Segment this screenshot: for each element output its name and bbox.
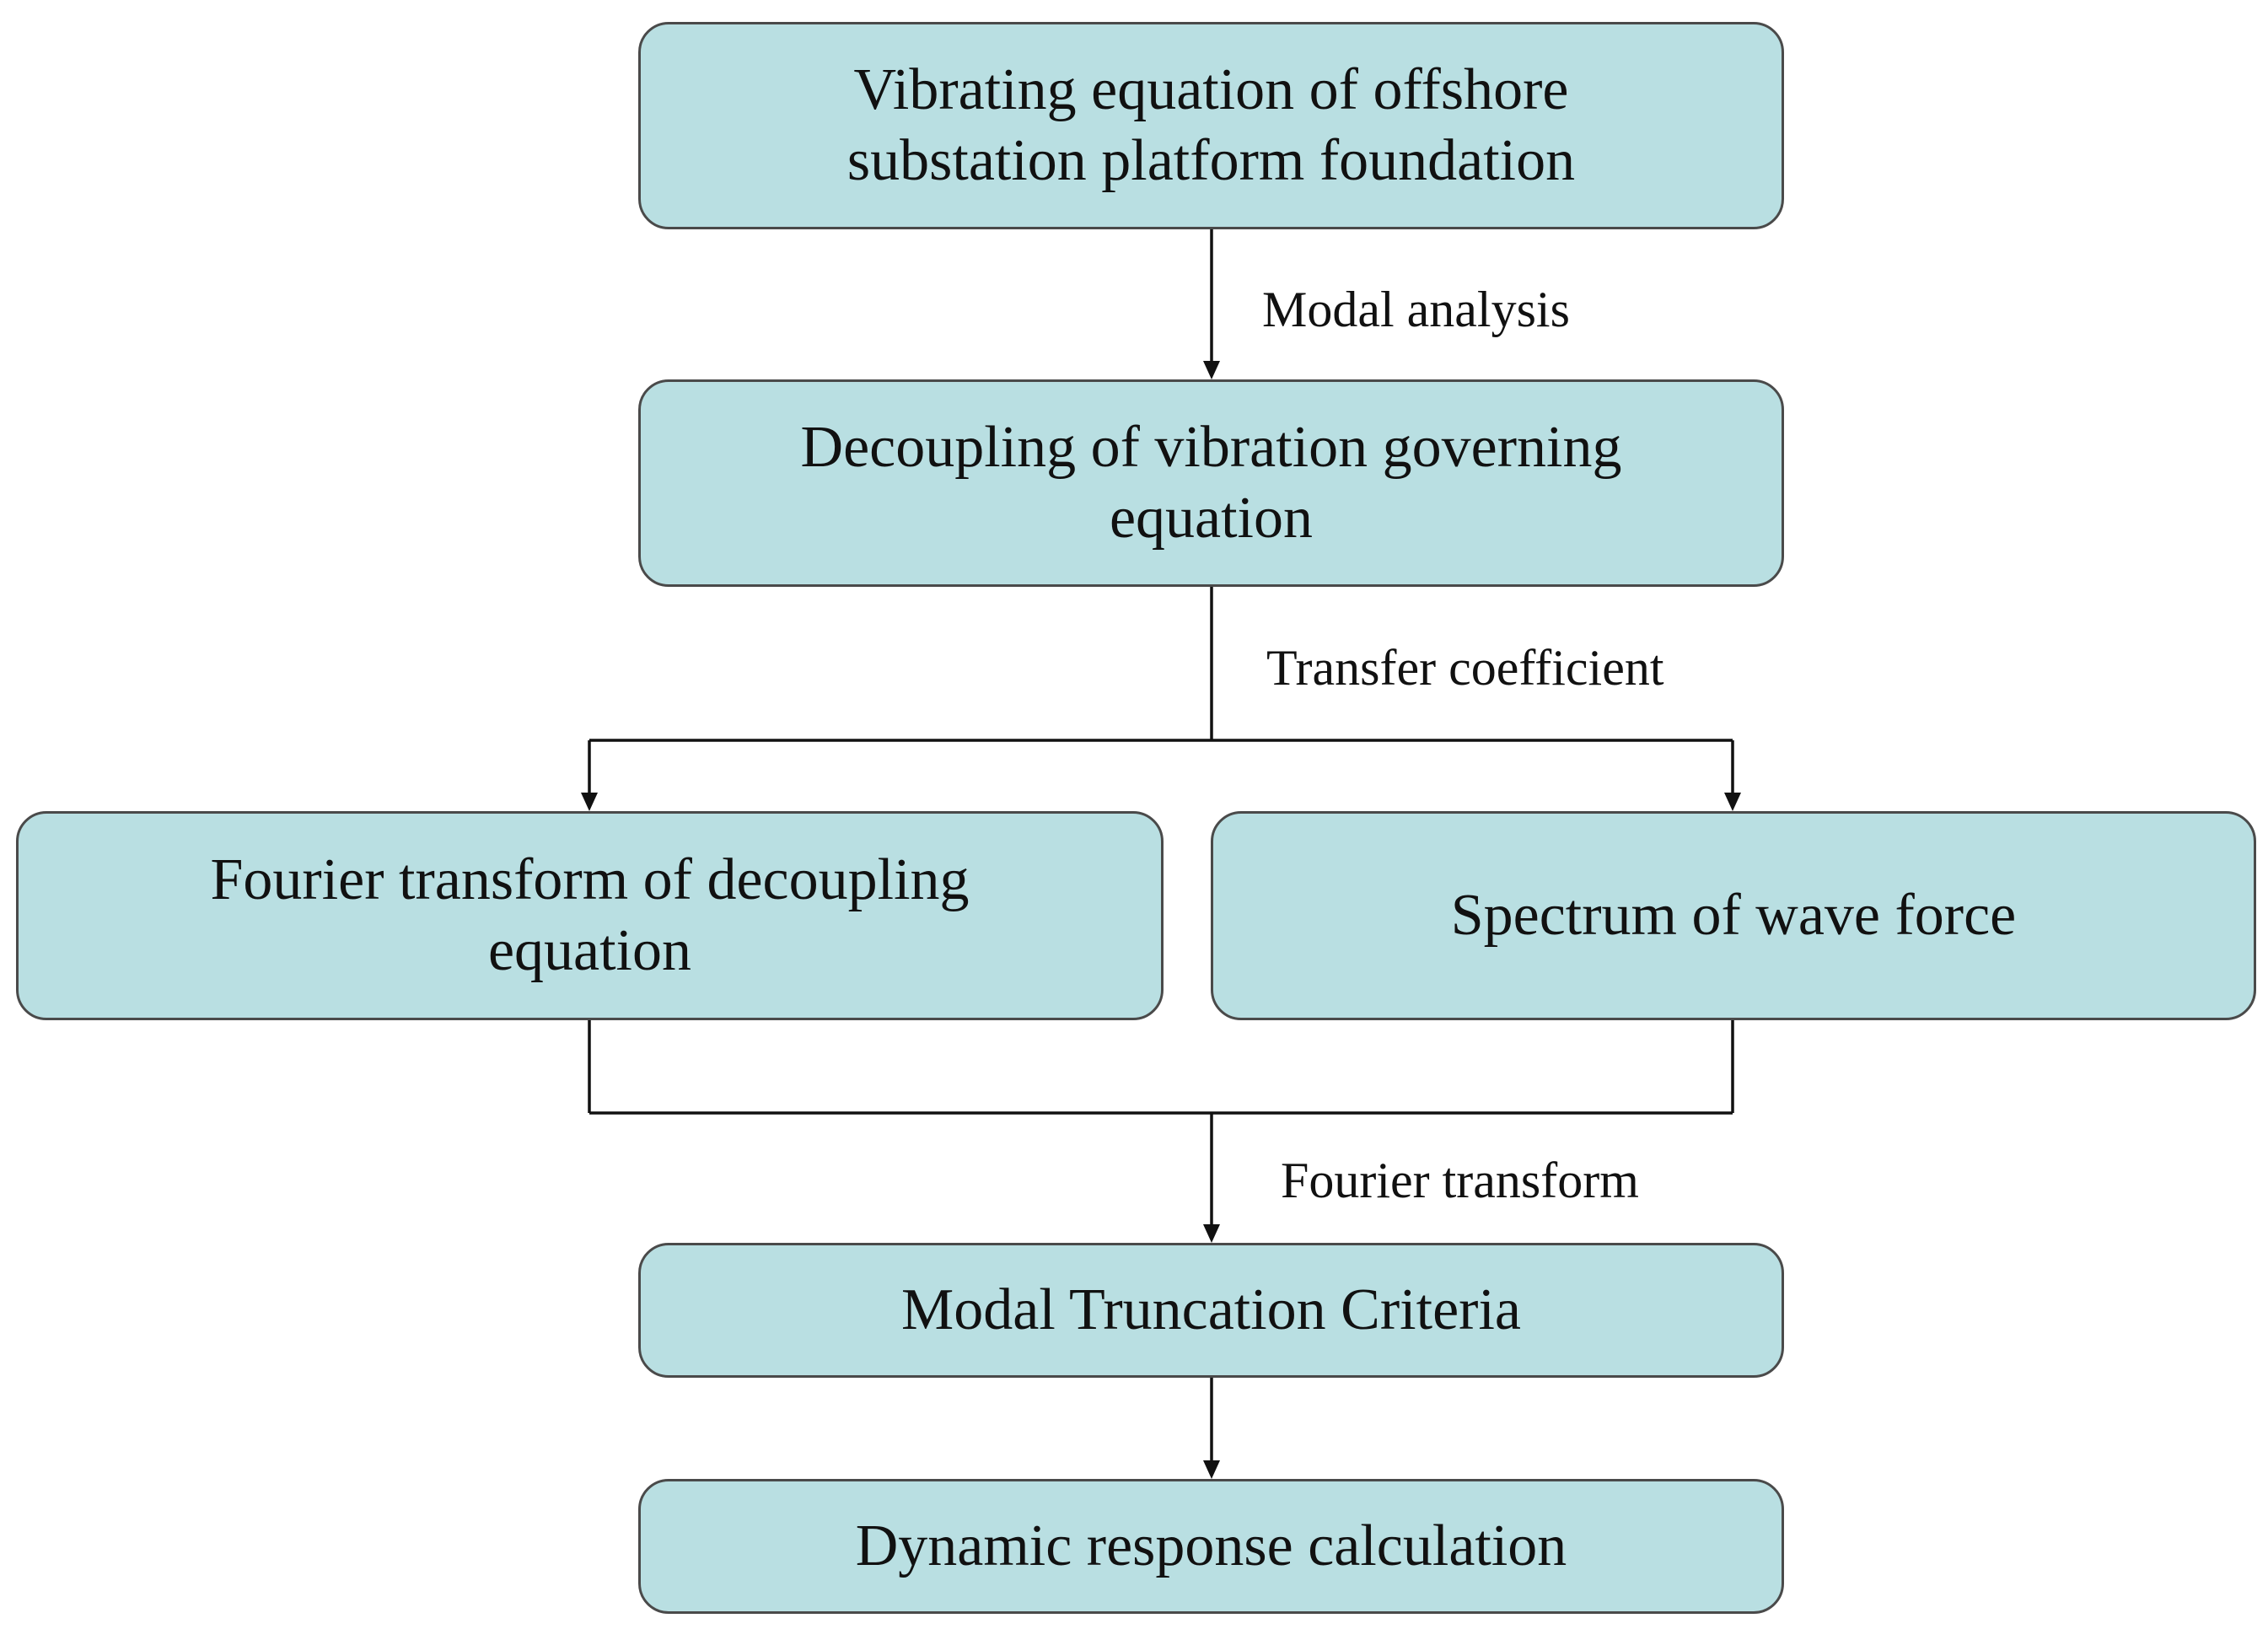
node-decoupling: Decoupling of vibration governing equati… [638,379,1784,587]
node-dynamic-response: Dynamic response calculation [638,1479,1784,1614]
edge-label-fourier-transform: Fourier transform [1281,1153,1639,1208]
node-wave-spectrum-label: Spectrum of wave force [1450,883,2017,948]
node-wave-spectrum: Spectrum of wave force [1211,811,2256,1020]
node-vibrating-equation: Vibrating equation of offshore substatio… [638,22,1784,229]
node-fourier-decoupling-label: Fourier transform of decoupling equation [210,847,970,983]
arrowhead-icon [1203,1460,1220,1479]
arrowhead-icon [1203,361,1220,379]
node-fourier-decoupling: Fourier transform of decoupling equation [16,811,1164,1020]
node-dynamic-response-label: Dynamic response calculation [855,1513,1567,1578]
arrowhead-icon [1203,1224,1220,1243]
edge-label-transfer-coefficient: Transfer coefficient [1266,640,1664,696]
arrowhead-icon [1724,793,1741,811]
arrowhead-icon [581,793,598,811]
node-decoupling-label: Decoupling of vibration governing equati… [800,415,1622,551]
node-vibrating-equation-label: Vibrating equation of offshore substatio… [846,57,1576,193]
node-truncation: Modal Truncation Criteria [638,1243,1784,1378]
edge-label-modal-analysis: Modal analysis [1262,282,1570,337]
node-truncation-label: Modal Truncation Criteria [901,1277,1521,1342]
